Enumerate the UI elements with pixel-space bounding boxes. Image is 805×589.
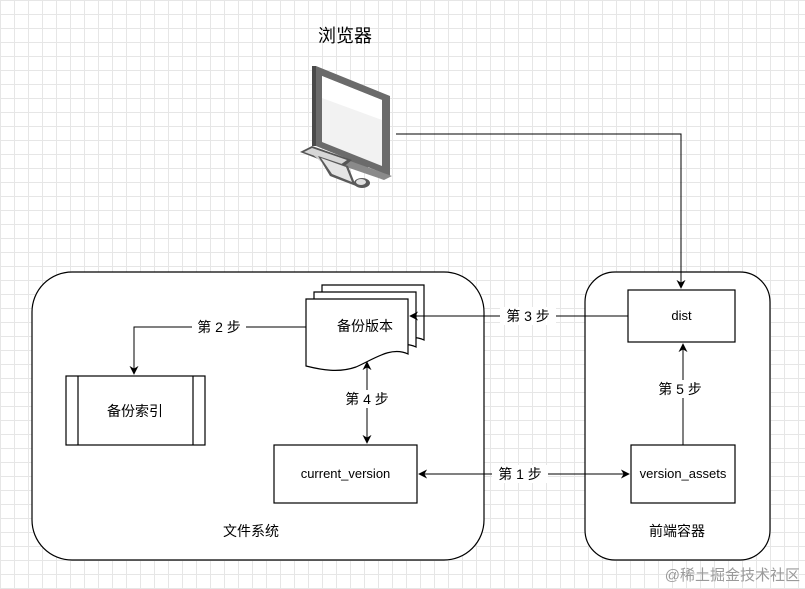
step2-label: 第 2 步 <box>197 319 241 335</box>
filesystem-title: 文件系统 <box>223 523 279 539</box>
backup-index-node: 备份索引 <box>65 375 206 446</box>
current-version-label: current_version <box>301 466 391 481</box>
step5-label: 第 5 步 <box>658 381 702 397</box>
version-assets-node: version_assets <box>630 444 736 504</box>
step4-label: 第 4 步 <box>345 391 389 407</box>
backup-versions-node: 备份版本 <box>305 284 425 371</box>
step1-label: 第 1 步 <box>498 466 542 482</box>
version-assets-label: version_assets <box>640 466 727 481</box>
step3-label: 第 3 步 <box>506 308 550 324</box>
step2-arrow <box>129 326 306 375</box>
watermark: @稀土掘金技术社区 <box>665 567 800 584</box>
browser-to-dist-arrow <box>396 133 686 289</box>
frontend-title: 前端容器 <box>649 523 705 539</box>
browser-title: 浏览器 <box>318 26 372 46</box>
backup-index-label: 备份索引 <box>107 403 163 419</box>
computer-icon <box>300 66 392 188</box>
backup-versions-label: 备份版本 <box>337 318 393 334</box>
dist-label: dist <box>671 308 692 323</box>
dist-node: dist <box>627 289 736 343</box>
current-version-node: current_version <box>273 444 418 504</box>
